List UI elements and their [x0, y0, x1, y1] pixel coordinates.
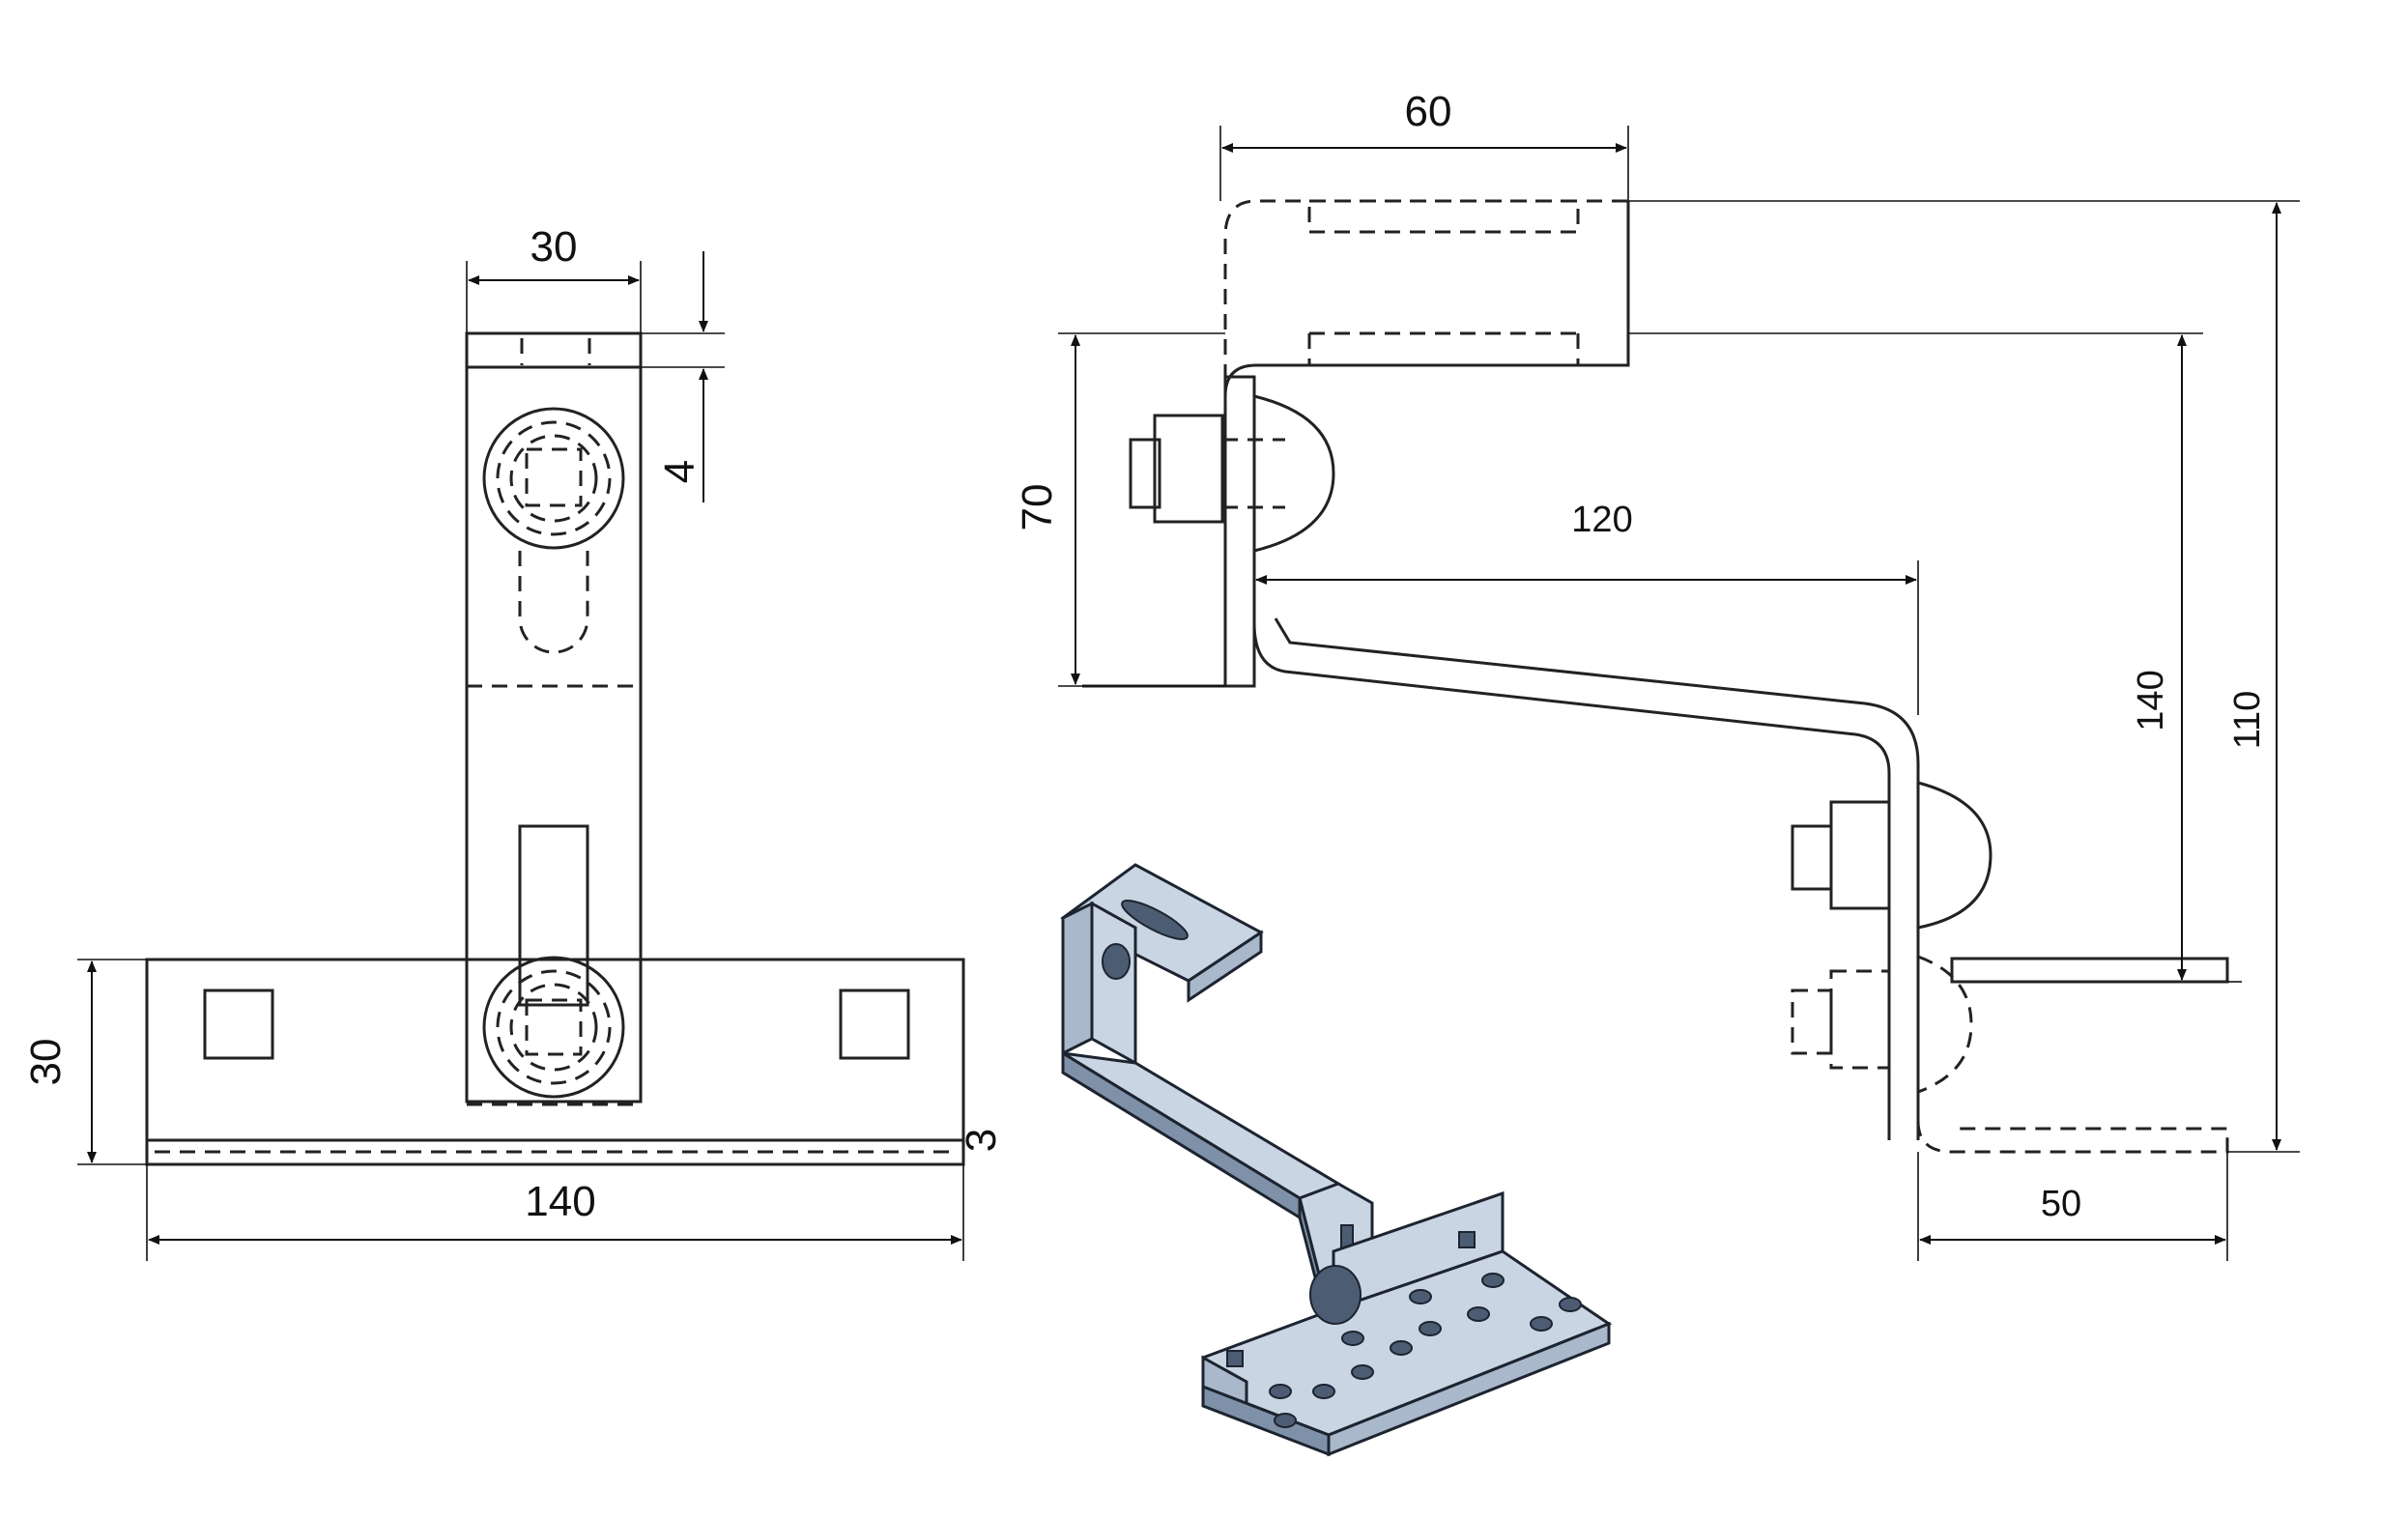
- dim-top-width: 30: [530, 223, 578, 271]
- dim-side-top-length: 60: [1405, 88, 1452, 135]
- adjustment-slot: [518, 824, 589, 1007]
- upper-bolt-side: [1129, 394, 1335, 553]
- front-view: 30 4 30 3 140: [22, 223, 1005, 1261]
- hook-top: [1223, 201, 1630, 397]
- iso-top-slot: [1121, 900, 1189, 940]
- upper-bolt: [482, 407, 625, 654]
- dim-base-plate-thickness: 3: [958, 1129, 1005, 1152]
- mount-plate: [1223, 375, 1256, 688]
- dim-side-upper-height: 70: [1014, 484, 1061, 531]
- square-hole-right: [839, 989, 910, 1060]
- lower-bolt-side: [1791, 781, 1992, 1094]
- dim-top-thickness: 4: [656, 460, 703, 483]
- iso-mount-plate: [1090, 901, 1137, 1066]
- iso-diagonal-arm: [1062, 1051, 1342, 1200]
- vertical-arm: [465, 331, 643, 1103]
- dim-side-foot-length: 50: [2041, 1184, 2081, 1224]
- isometric-view: [1060, 863, 1613, 1457]
- bent-arm-outer: [1252, 622, 1891, 1140]
- dim-base-length: 140: [525, 1178, 595, 1225]
- dim-side-offset: 120: [1571, 500, 1632, 540]
- dim-base-height: 30: [22, 1039, 70, 1086]
- dim-side-lower-height: 140: [2131, 670, 2171, 731]
- dim-side-total-height: 110: [2227, 691, 2268, 750]
- foot-plate: [1950, 957, 2229, 984]
- square-hole-left: [203, 989, 274, 1060]
- bent-arm-inner: [1274, 617, 1920, 1140]
- lower-bolt: [482, 956, 625, 1099]
- side-view: 60 70 120 140 110 50: [1014, 88, 2300, 1261]
